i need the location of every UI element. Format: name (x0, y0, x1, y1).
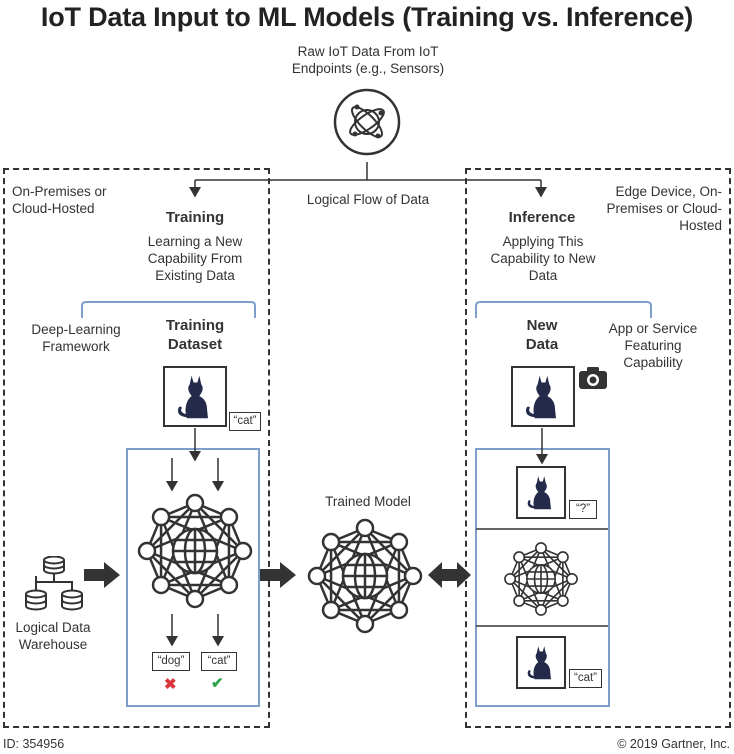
camera-icon (578, 366, 608, 395)
flow-label: Logical Flow of Data (306, 192, 430, 207)
network-node (321, 600, 341, 620)
new-data-image (511, 366, 575, 427)
network-node (513, 551, 526, 564)
network-node (535, 603, 547, 616)
network-node (403, 566, 423, 586)
query-image (516, 466, 566, 519)
model-inference-double-arrow (428, 562, 471, 588)
network-node (151, 507, 171, 527)
training-image-tag: “cat” (229, 412, 261, 431)
cat-icon (527, 476, 551, 510)
network-node (219, 507, 239, 527)
network-node (556, 594, 569, 607)
neural-network-icon (503, 541, 579, 622)
training-bracket (81, 301, 256, 318)
warehouse-label: Logical Data Warehouse (15, 620, 91, 652)
network-node (556, 551, 569, 564)
network-node (565, 573, 578, 585)
source-label: Raw IoT Data From IoT Endpoints (e.g., S… (291, 44, 445, 76)
cat-icon (525, 375, 557, 419)
training-image (163, 366, 227, 427)
new-data-title: New Data (525, 317, 559, 353)
result-tag: “cat” (569, 669, 602, 688)
network-node (307, 566, 327, 586)
network-node (137, 541, 157, 561)
training-description: Learning a New Capability From Existing … (147, 234, 243, 283)
training-zone-box (3, 168, 270, 728)
inference-description: Applying This Capability to New Data (490, 234, 596, 283)
output-label-dog: “dog” (152, 652, 190, 671)
dataset-title: Training Dataset (165, 317, 225, 353)
check-icon: ✔ (211, 675, 224, 692)
training-model-box (126, 448, 260, 707)
database-icon (22, 555, 86, 621)
network-node (185, 493, 205, 513)
inference-heading: Inference (508, 209, 576, 226)
training-heading: Training (165, 209, 225, 226)
network-node (513, 594, 526, 607)
inference-location: Edge Device, On-Premises or Cloud-Hosted (606, 184, 722, 233)
neural-network-icon (136, 492, 254, 615)
network-node (219, 575, 239, 595)
training-location: On-Premises or Cloud-Hosted (12, 184, 107, 216)
query-tag: “?” (569, 500, 597, 519)
cat-icon (177, 375, 209, 419)
network-node (185, 589, 205, 609)
page-title: IoT Data Input to ML Models (Training vs… (40, 2, 694, 32)
footer-copyright: © 2019 Gartner, Inc. (617, 737, 730, 751)
network-node (233, 541, 253, 561)
warehouse-to-training-arrow (84, 562, 120, 588)
result-image (516, 636, 566, 689)
globe-orbit-icon (333, 88, 401, 161)
trained-model-label: Trained Model (325, 494, 411, 509)
cat-icon (527, 646, 551, 680)
network-node (355, 518, 375, 538)
network-node (389, 532, 409, 552)
output-label-cat: “cat” (201, 652, 237, 671)
training-to-model-arrow (260, 562, 296, 588)
network-node (535, 542, 547, 555)
footer-id: ID: 354956 (3, 737, 65, 751)
network-node (504, 573, 517, 585)
inference-bracket (475, 301, 652, 318)
inference-zone-box (465, 168, 731, 728)
neural-network-icon (306, 517, 424, 640)
network-node (355, 614, 375, 634)
network-node (321, 532, 341, 552)
cross-icon: ✖ (164, 676, 177, 693)
app-label: App or Service Featuring Capability (608, 321, 698, 370)
network-node (151, 575, 171, 595)
network-node (389, 600, 409, 620)
framework-label: Deep-Learning Framework (31, 322, 121, 354)
